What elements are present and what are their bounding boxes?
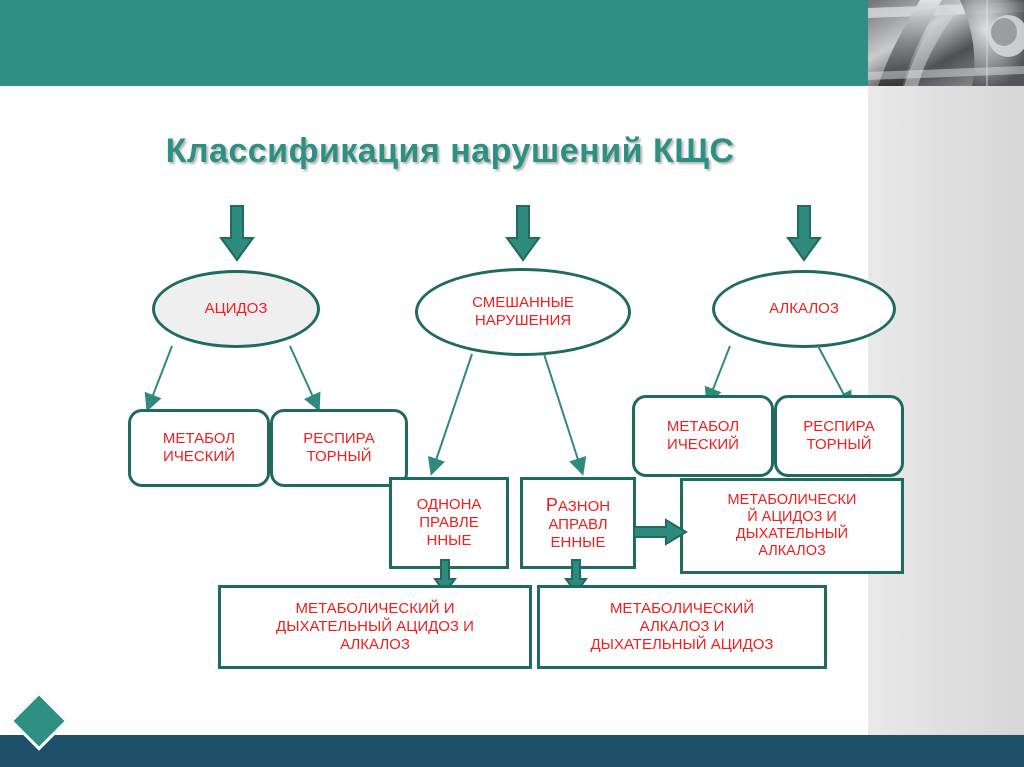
line-3: АЛКАЛОЗ — [340, 635, 410, 653]
connector-acidosis-to-respiratory — [270, 340, 390, 420]
node-acidosis-label: АЦИДОЗ — [204, 300, 268, 318]
node-mixed-disorders[interactable]: СМЕШАННЫЕ НАРУШЕНИЯ — [415, 268, 631, 356]
line-2: ПРАВЛЕ — [419, 514, 479, 532]
node-mixed-line2: НАРУШЕНИЯ — [474, 312, 572, 329]
line-3: ДЫХАТЕЛЬНЫЙ — [735, 526, 849, 542]
arrow-down-to-acidosis — [219, 205, 255, 262]
arrow-down-to-alkalosis — [786, 205, 822, 262]
line-2: ИЧЕСКИЙ — [163, 448, 235, 465]
box-acidosis-respiratory[interactable]: РЕСПИРА ТОРНЫЙ — [270, 409, 408, 487]
box-multidirectional-label: РАЗНОН АПРАВЛ ЕННЫЕ — [546, 495, 610, 552]
line-2: ТОРНЫЙ — [306, 448, 372, 465]
box-alkalosis-respiratory-label: РЕСПИРА ТОРНЫЙ — [803, 418, 874, 453]
line-1: МЕТАБОЛИЧЕСКИЙ — [609, 600, 755, 618]
line-2: АПРАВЛ — [548, 515, 608, 533]
box-multidirectional[interactable]: РАЗНОН АПРАВЛ ЕННЫЕ — [520, 477, 636, 569]
line-3: ННЫЕ — [426, 531, 472, 549]
line-3: ДЫХАТЕЛЬНЫЙ АЦИДОЗ — [590, 635, 774, 653]
footer-band — [0, 735, 1024, 767]
box-alkalosis-metabolic-label: МЕТАБОЛ ИЧЕСКИЙ — [667, 418, 739, 453]
connector-alkalosis-to-metabolic — [680, 340, 800, 416]
line-1-rest: АЗНОН — [557, 497, 611, 515]
line-1: МЕТАБОЛИЧЕСКИ — [727, 491, 857, 508]
line-1: МЕТАБОЛ — [666, 418, 740, 436]
box-outcome-metabolic-acidosis-resp-alkalosis[interactable]: МЕТАБОЛИЧЕСКИ Й АЦИДОЗ И ДЫХАТЕЛЬНЫЙ АЛК… — [680, 478, 904, 574]
connector-mixed-to-multidirectional — [530, 348, 670, 488]
connector-acidosis-to-metabolic — [120, 340, 240, 420]
line-4: АЛКАЛОЗ — [758, 543, 826, 560]
box-unidirectional-label: ОДНОНА ПРАВЛЕ ННЫЕ — [417, 496, 482, 549]
line-1-lead: Р — [545, 494, 558, 515]
line-2: Й АЦИДОЗ И — [747, 508, 837, 525]
box-acidosis-metabolic-label: МЕТАБОЛ ИЧЕСКИЙ — [163, 430, 235, 465]
node-mixed-disorders-label: СМЕШАННЫЕ НАРУШЕНИЯ — [472, 294, 574, 329]
box-outcome-right-label: МЕТАБОЛИЧЕСКИ Й АЦИДОЗ И ДЫХАТЕЛЬНЫЙ АЛК… — [728, 492, 857, 560]
header-decorative-image — [868, 0, 1024, 86]
line-3: ЕННЫЕ — [550, 533, 606, 551]
node-acidosis[interactable]: АЦИДОЗ — [152, 270, 320, 348]
box-outcome-multidirectional-label: МЕТАБОЛИЧЕСКИЙ АЛКАЛОЗ И ДЫХАТЕЛЬНЫЙ АЦИ… — [591, 600, 774, 653]
line-1: МЕТАБОЛИЧЕСКИЙ И — [295, 600, 455, 618]
box-acidosis-metabolic[interactable]: МЕТАБОЛ ИЧЕСКИЙ — [128, 409, 270, 487]
line-2: АЛКАЛОЗ И — [639, 618, 725, 636]
line-1: МЕТАБОЛ — [162, 430, 236, 448]
node-alkalosis[interactable]: АЛКАЛОЗ — [712, 270, 896, 348]
connector-mixed-to-unidirectional — [400, 348, 540, 488]
line-1: РЕСПИРА — [803, 418, 875, 436]
box-unidirectional[interactable]: ОДНОНА ПРАВЛЕ ННЫЕ — [389, 477, 509, 569]
arrow-right-to-outcome — [633, 518, 688, 546]
box-outcome-unidirectional-label: МЕТАБОЛИЧЕСКИЙ И ДЫХАТЕЛЬНЫЙ АЦИДОЗ И АЛ… — [276, 600, 474, 653]
line-2: ИЧЕСКИЙ — [667, 436, 739, 453]
line-1: ОДНОНА — [416, 496, 482, 514]
box-alkalosis-respiratory[interactable]: РЕСПИРА ТОРНЫЙ — [774, 395, 904, 477]
arrow-down-to-mixed — [505, 205, 541, 262]
line-1: РЕСПИРА — [303, 430, 375, 448]
page-title: Классификация нарушений КЩС — [165, 132, 735, 170]
line-2: ТОРНЫЙ — [806, 436, 872, 453]
header-band — [0, 0, 868, 86]
node-alkalosis-label: АЛКАЛОЗ — [769, 300, 839, 318]
box-acidosis-respiratory-label: РЕСПИРА ТОРНЫЙ — [303, 430, 374, 465]
box-outcome-multidirectional[interactable]: МЕТАБОЛИЧЕСКИЙ АЛКАЛОЗ И ДЫХАТЕЛЬНЫЙ АЦИ… — [537, 585, 827, 669]
node-mixed-line1: СМЕШАННЫЕ — [472, 294, 574, 312]
line-2: ДЫХАТЕЛЬНЫЙ АЦИДОЗ И — [276, 618, 474, 636]
box-outcome-unidirectional[interactable]: МЕТАБОЛИЧЕСКИЙ И ДЫХАТЕЛЬНЫЙ АЦИДОЗ И АЛ… — [218, 585, 532, 669]
box-alkalosis-metabolic[interactable]: МЕТАБОЛ ИЧЕСКИЙ — [632, 395, 774, 477]
